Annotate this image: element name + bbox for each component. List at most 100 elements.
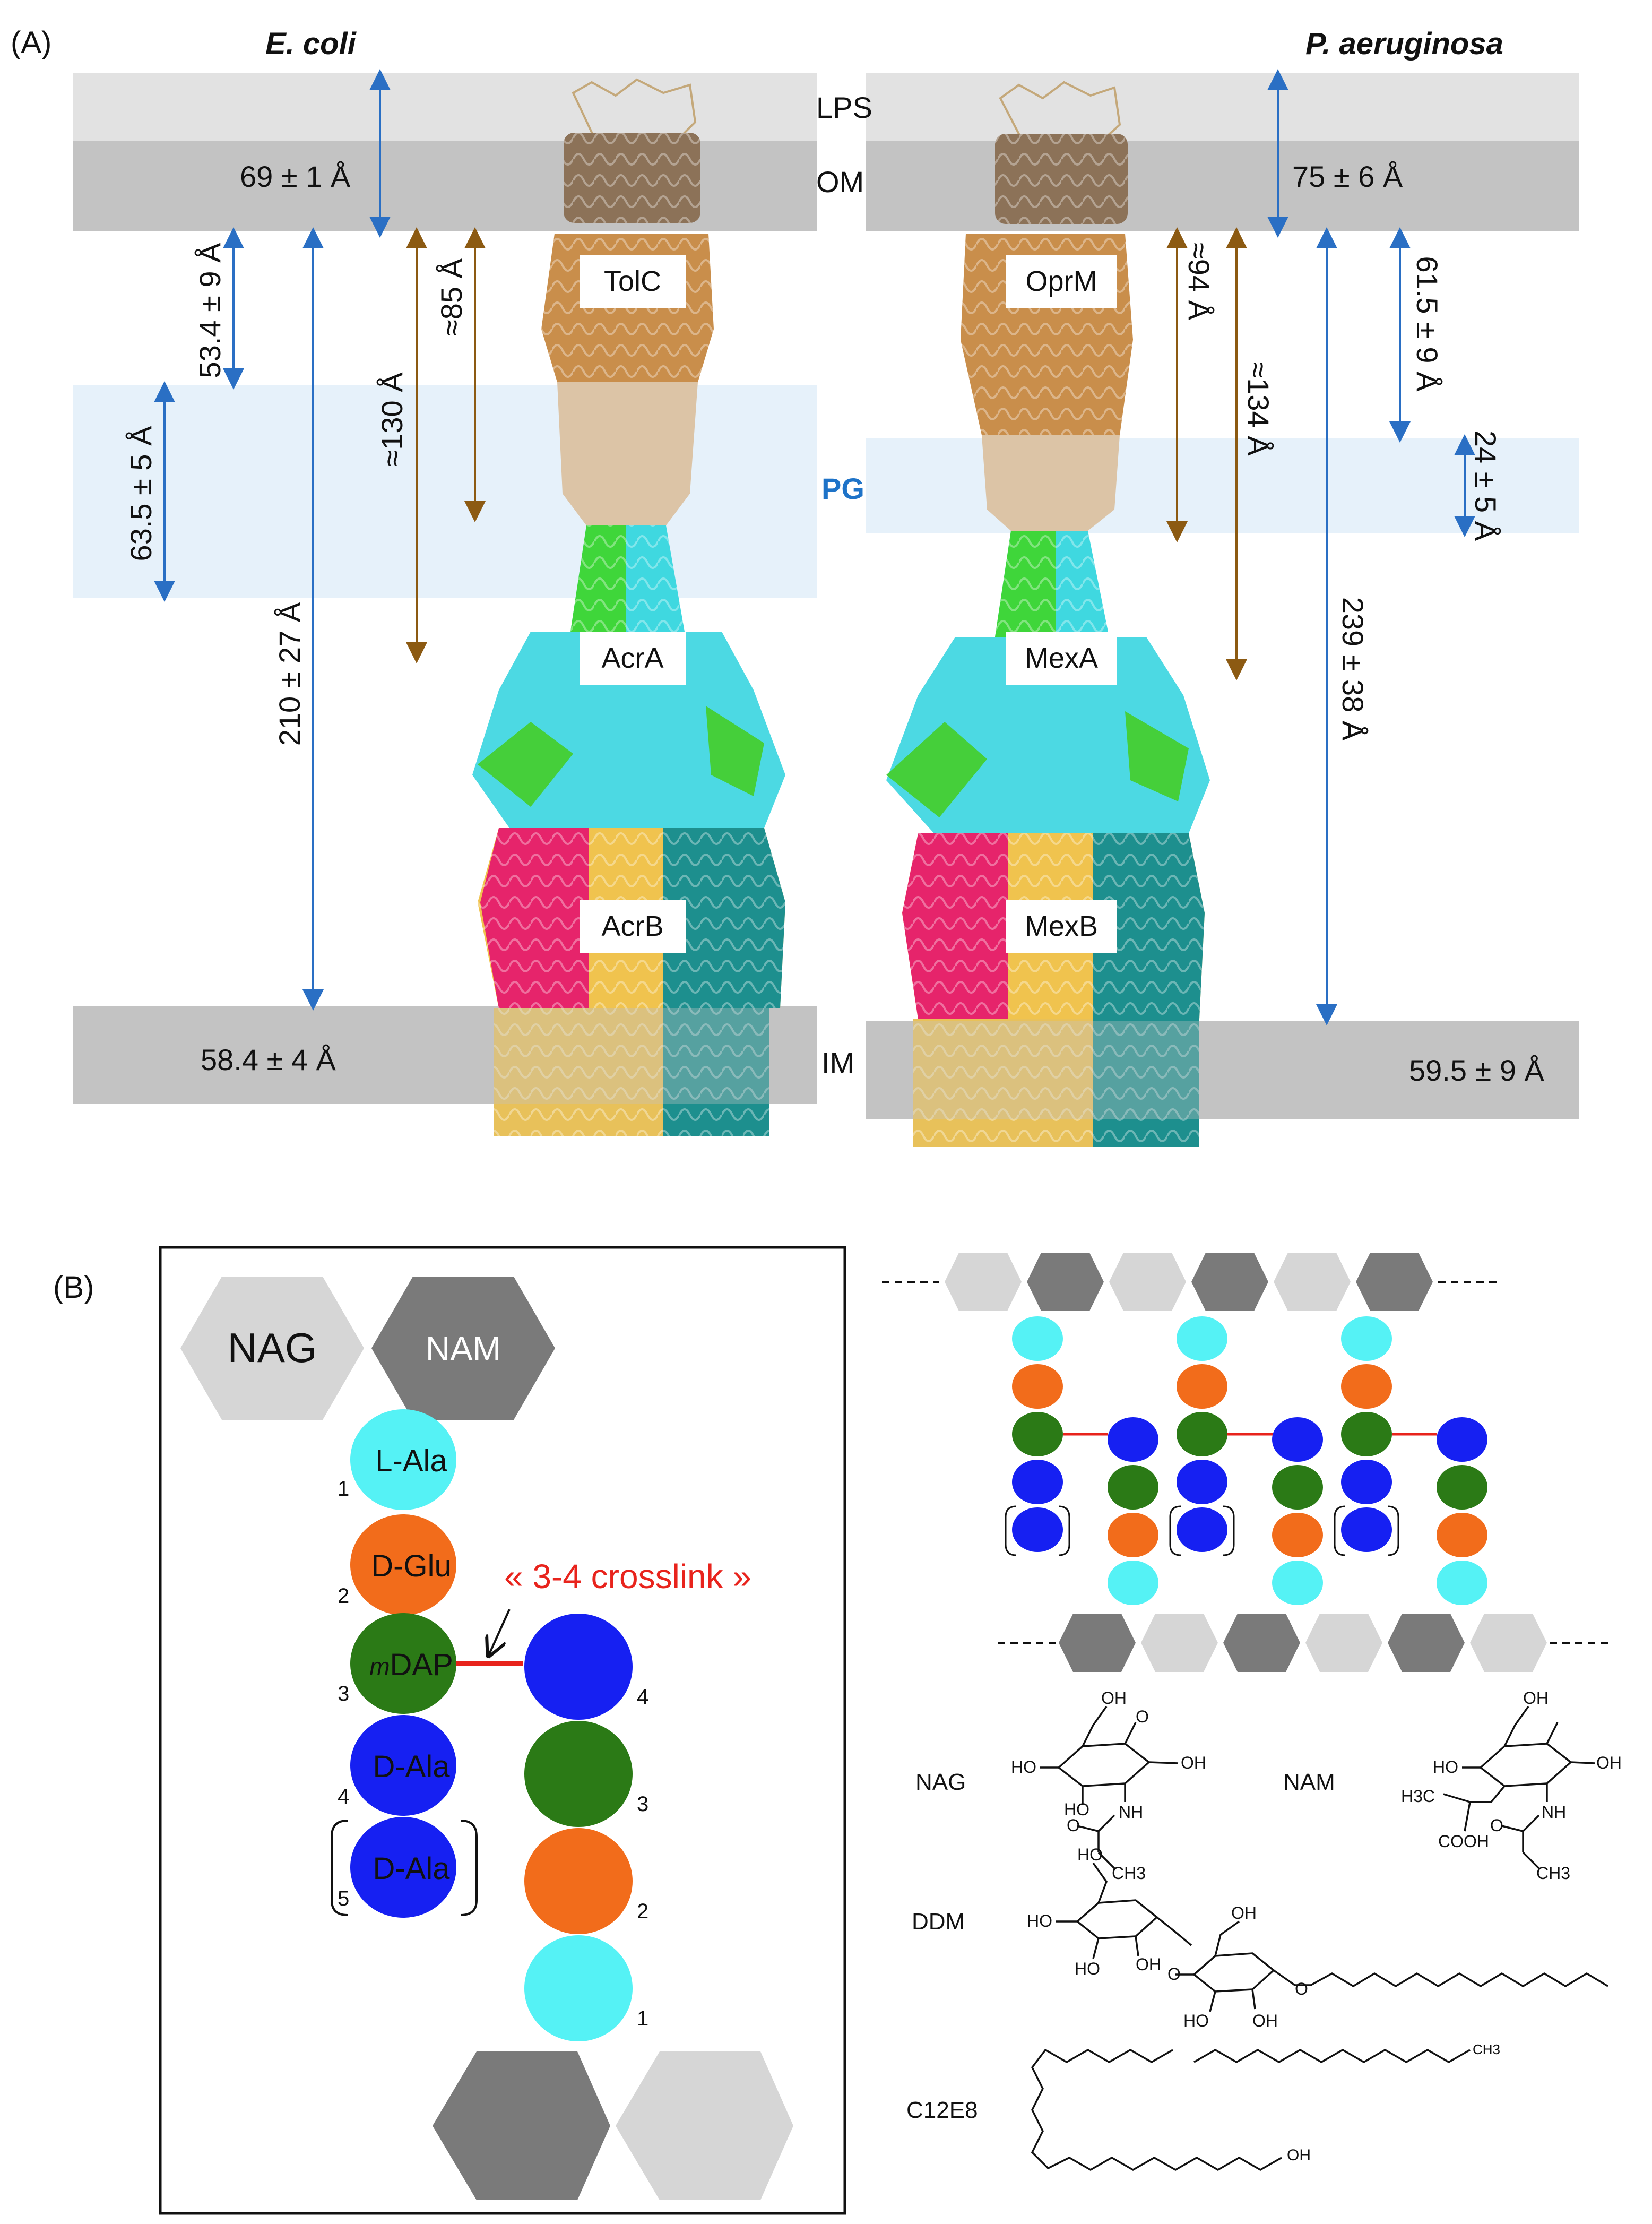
acrb-label: AcrB	[601, 910, 663, 942]
right-num-2: 2	[637, 1900, 648, 1923]
tolc-periplasmic	[557, 382, 698, 525]
om-band-right	[866, 141, 1579, 231]
right-num-3: 3	[637, 1792, 648, 1816]
right-num-1: 1	[637, 2007, 648, 2030]
paeruginosa-om-to-pg: 61.5 ± 9 Å	[1411, 256, 1444, 392]
svg-text:NH: NH	[1542, 1803, 1566, 1822]
left-num-5: 5	[338, 1887, 349, 1910]
right-mdap-circle	[524, 1721, 633, 1827]
crosslink-pointer	[489, 1609, 511, 1654]
svg-text:OH: OH	[1101, 1688, 1127, 1708]
svg-text:H3C: H3C	[1401, 1787, 1435, 1806]
paeruginosa-om-thickness: 75 ± 6 Å	[1292, 160, 1403, 193]
ecoli-pg-thickness: 63.5 ± 5 Å	[124, 426, 158, 562]
oprm-label: OprM	[1026, 265, 1097, 297]
svg-text:CH3: CH3	[1473, 2041, 1500, 2057]
svg-text:HO: HO	[1183, 2011, 1209, 2030]
paeruginosa-om-to-im: 239 ± 38 Å	[1336, 597, 1370, 741]
right-l-ala-circle	[524, 1935, 633, 2041]
mdap-circle	[350, 1613, 456, 1714]
nam-structure-label: NAM	[1283, 1769, 1335, 1795]
svg-text:O: O	[1067, 1816, 1080, 1835]
svg-text:O: O	[1136, 1707, 1149, 1726]
left-bracket	[331, 1820, 348, 1916]
om-band-left	[73, 141, 817, 231]
ecoli-om-thickness: 69 ± 1 Å	[240, 160, 351, 193]
svg-text:HO: HO	[1027, 1911, 1052, 1930]
lps-band-right	[866, 73, 1579, 141]
d-ala-4-circle	[350, 1715, 456, 1816]
svg-text:O: O	[1167, 1964, 1181, 1984]
right-d-glu-circle	[524, 1828, 633, 1934]
c12e8-structure	[1031, 2048, 1471, 2171]
svg-text:HO: HO	[1077, 1845, 1103, 1864]
d-glu-circle	[350, 1514, 456, 1615]
nag-label: NAG	[227, 1324, 317, 1371]
paeruginosa-pump	[886, 81, 1210, 1147]
svg-text:O: O	[1490, 1816, 1503, 1835]
crosslink-label: « 3-4 crosslink »	[504, 1557, 751, 1596]
im-label: IM	[821, 1046, 854, 1080]
tolc-label: TolC	[604, 265, 661, 297]
svg-text:CH3: CH3	[1536, 1864, 1570, 1883]
d-ala-5-label: D-Ala	[373, 1851, 450, 1886]
left-num-1: 1	[338, 1477, 349, 1501]
panel-b: (B) NAG NAM L-Ala D-Glu mDAP D-Ala D-Ala…	[53, 1246, 1622, 2215]
svg-text:HO: HO	[1433, 1757, 1458, 1777]
d-ala-5-circle	[350, 1817, 456, 1918]
panel-a: (A) E. coli P. aeruginosa LPS OM PG IM	[11, 25, 1579, 1147]
l-ala-label: L-Ala	[375, 1444, 447, 1478]
ecoli-measurements: 69 ± 1 Å 58.4 ± 4 Å 53.4 ± 9 Å 63.5 ± 5 …	[124, 69, 486, 1076]
svg-text:OH: OH	[1287, 2147, 1311, 2164]
svg-text:OH: OH	[1136, 1955, 1161, 1974]
panel-a-label: (A)	[11, 25, 51, 60]
svg-text:OH: OH	[1181, 1753, 1206, 1772]
oprm-short: ≈94 Å	[1182, 243, 1216, 321]
ecoli-om-to-pg: 53.4 ± 9 Å	[193, 243, 227, 378]
mexb-label: MexB	[1025, 910, 1098, 942]
svg-text:OH: OH	[1252, 2011, 1278, 2030]
oprm-long: ≈134 Å	[1242, 361, 1275, 456]
om-label: OM	[816, 165, 864, 199]
panel-b-label: (B)	[53, 1270, 94, 1305]
left-num-4: 4	[338, 1785, 349, 1808]
acra-label: AcrA	[601, 642, 663, 674]
right-d-ala-circle	[524, 1614, 633, 1720]
svg-text:HO: HO	[1075, 1959, 1100, 1978]
nag-structure-label: NAG	[915, 1769, 966, 1795]
svg-text:OH: OH	[1596, 1753, 1622, 1772]
paeruginosa-measurements: 75 ± 6 Å 59.5 ± 9 Å 61.5 ± 9 Å 24 ± 5 Å …	[1166, 69, 1545, 1087]
lps-label: LPS	[816, 91, 872, 124]
ecoli-im-thickness: 58.4 ± 4 Å	[201, 1043, 336, 1076]
svg-text:CH3: CH3	[1112, 1864, 1146, 1883]
lps-band-left	[73, 73, 817, 141]
right-bracket	[460, 1820, 478, 1916]
pg-label: PG	[821, 472, 864, 505]
mdap-label: mDAP	[369, 1648, 453, 1682]
tolc-short: ≈85 Å	[435, 258, 468, 336]
ecoli-om-to-im: 210 ± 27 Å	[273, 602, 306, 746]
oprm-periplasmic	[982, 435, 1120, 531]
ddm-structure	[1056, 1862, 1608, 2012]
svg-text:NH: NH	[1119, 1803, 1143, 1822]
paeruginosa-title: P. aeruginosa	[1305, 27, 1503, 61]
paeruginosa-pg-thickness: 24 ± 5 Å	[1469, 430, 1502, 541]
bottom-nam-hexagon	[433, 2051, 610, 2200]
d-glu-label: D-Glu	[371, 1549, 451, 1583]
mexa-base	[886, 637, 1210, 833]
ecoli-title: E. coli	[265, 27, 357, 61]
ecoli-pump	[472, 78, 785, 1136]
ddm-structure-label: DDM	[912, 1909, 965, 1935]
mexa-label: MexA	[1025, 642, 1098, 674]
svg-text:O: O	[1295, 1979, 1308, 1998]
paeruginosa-im-thickness: 59.5 ± 9 Å	[1409, 1054, 1545, 1087]
left-num-3: 3	[338, 1682, 349, 1705]
nam-hexagon	[371, 1277, 555, 1420]
chemical-structures: NAG OH O OH HO HO NH O CH3 NAM	[906, 1688, 1622, 2171]
svg-text:OH: OH	[1231, 1903, 1257, 1923]
nag-structure	[1040, 1705, 1179, 1869]
svg-text:HO: HO	[1064, 1800, 1089, 1819]
nam-structure	[1443, 1705, 1595, 1869]
c12e8-structure-label: C12E8	[906, 2097, 978, 2123]
pg-polymer-schematic	[882, 1253, 1611, 1672]
